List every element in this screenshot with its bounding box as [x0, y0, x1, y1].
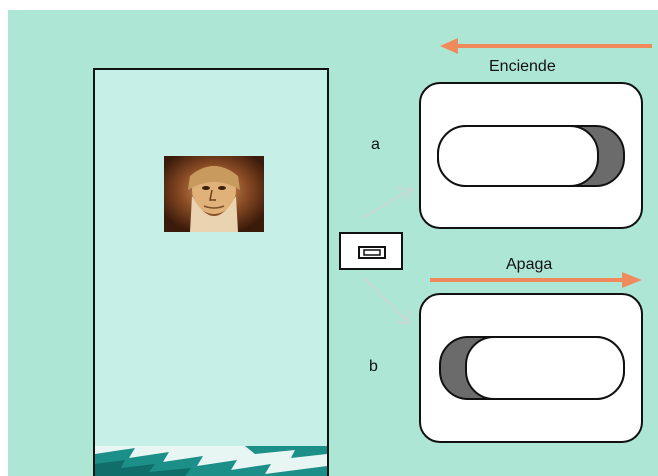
enciende-label: Enciende	[489, 58, 556, 75]
apaga-label: Apaga	[506, 256, 553, 273]
apaga-arrow	[430, 272, 642, 288]
label-a: a	[371, 136, 380, 153]
door-panel	[93, 68, 329, 476]
leonardo-portrait-icon	[164, 156, 264, 232]
enciende-arrow	[440, 38, 652, 54]
label-b: b	[369, 358, 378, 375]
light-switch-icon	[339, 232, 403, 270]
switch-a	[419, 82, 643, 229]
pointer-arrow-a	[363, 187, 414, 218]
water-pattern	[95, 446, 327, 476]
pointer-arrow-b	[363, 277, 411, 325]
switch-b	[419, 293, 643, 443]
